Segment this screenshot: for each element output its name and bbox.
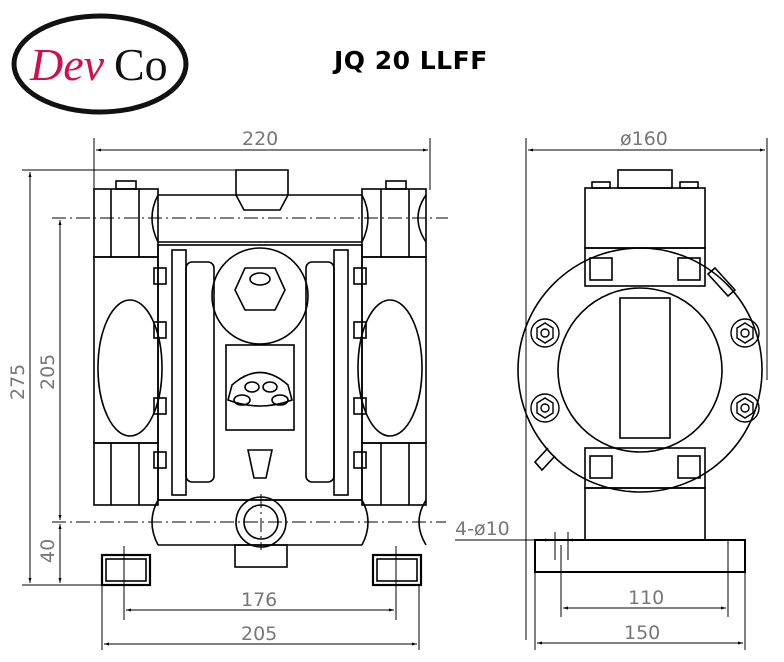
dim-base-width: 205 (241, 623, 277, 645)
logo-text-co: Co (114, 39, 168, 90)
dim-diameter: ø160 (620, 128, 668, 150)
side-view (517, 169, 763, 573)
dim-overall-width: 220 (242, 128, 278, 150)
dim-mount-holes: 4-ø10 (455, 518, 510, 540)
dim-mount-hole-spacing: 176 (241, 589, 277, 611)
page-title: JQ 20 LLFF (334, 46, 488, 75)
devco-logo: Dev Co (11, 13, 189, 115)
dim-port-center-distance: 205 (37, 354, 59, 390)
logo-text-dev: Dev (29, 39, 105, 90)
dim-hole-spacing: 110 (628, 587, 664, 609)
dim-base-to-outlet: 40 (37, 539, 59, 563)
front-view (93, 169, 427, 587)
dim-base-depth: 150 (624, 622, 660, 644)
dim-overall-height: 275 (7, 364, 29, 400)
